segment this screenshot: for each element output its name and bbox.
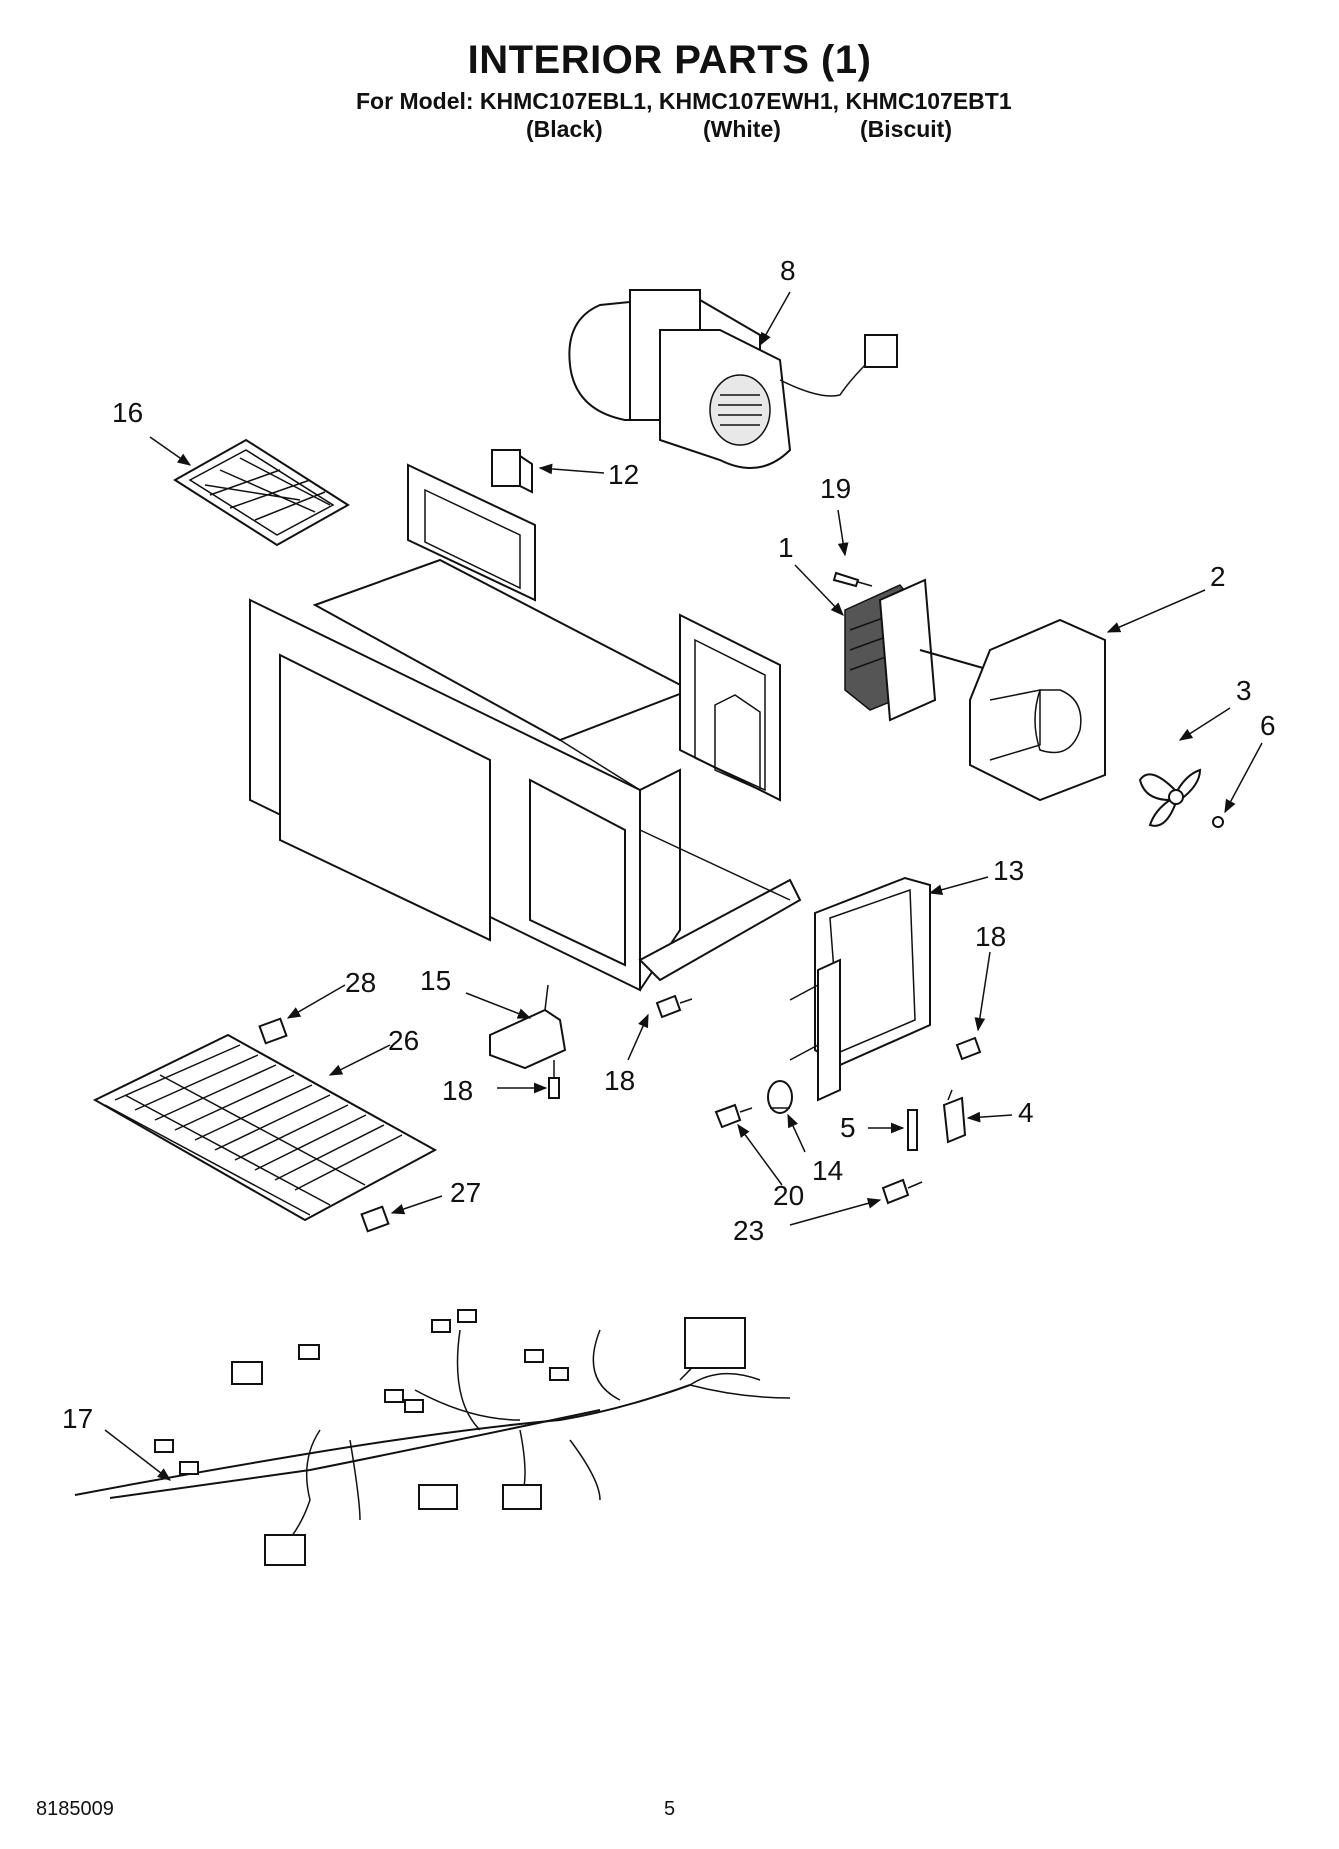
finish-black: (Black) bbox=[526, 116, 603, 142]
finish-biscuit: (Biscuit) bbox=[860, 116, 952, 142]
screw-23-part bbox=[881, 1178, 923, 1205]
model-numbers: For Model: KHMC107EBL1, KHMC107EWH1, KHM… bbox=[356, 88, 1012, 114]
callout-4: 4 bbox=[1018, 1097, 1034, 1128]
clip-part bbox=[1212, 816, 1224, 828]
callout-18-center: 18 bbox=[604, 1065, 635, 1096]
callout-12: 12 bbox=[608, 459, 639, 490]
fuse-part bbox=[907, 1109, 918, 1151]
lamp-socket-part bbox=[767, 1080, 793, 1114]
page-number: 5 bbox=[664, 1798, 676, 1820]
screw-19-part bbox=[832, 571, 873, 588]
screw-20-part bbox=[714, 1103, 753, 1129]
filter-part bbox=[173, 438, 350, 547]
callout-26: 26 bbox=[388, 1025, 419, 1056]
callout-15: 15 bbox=[420, 965, 451, 996]
callout-23: 23 bbox=[733, 1215, 764, 1246]
callout-13: 13 bbox=[993, 855, 1024, 886]
mounting-bracket-part bbox=[789, 958, 841, 1102]
switch-part bbox=[942, 1089, 967, 1144]
callout-18-right: 18 bbox=[975, 921, 1006, 952]
bracket-15-part bbox=[489, 984, 567, 1070]
leader-lines bbox=[104, 291, 1263, 1481]
fan-shroud-part bbox=[969, 618, 1106, 802]
callout-numbers: 8 12 16 19 1 2 3 6 13 18 15 28 26 18 18 … bbox=[62, 255, 1276, 1434]
spacer-28-part bbox=[258, 1017, 288, 1045]
callout-16: 16 bbox=[112, 397, 143, 428]
callout-2: 2 bbox=[1210, 561, 1226, 592]
callout-20: 20 bbox=[773, 1180, 804, 1211]
callout-17: 17 bbox=[62, 1403, 93, 1434]
callout-18-left: 18 bbox=[442, 1075, 473, 1106]
fan-motor-part bbox=[844, 578, 991, 722]
callout-27: 27 bbox=[450, 1177, 481, 1208]
callout-8: 8 bbox=[780, 255, 796, 286]
wire-harness-part bbox=[74, 1309, 791, 1566]
callout-6: 6 bbox=[1260, 710, 1276, 741]
callout-1: 1 bbox=[778, 532, 794, 563]
blower-motor-part bbox=[568, 289, 898, 469]
finish-white: (White) bbox=[703, 116, 781, 142]
relay-part bbox=[491, 449, 533, 494]
spacer-27-part bbox=[360, 1205, 390, 1233]
fan-blade-part bbox=[1138, 768, 1202, 827]
callout-28: 28 bbox=[345, 967, 376, 998]
screw-18-bottom-part bbox=[548, 1060, 560, 1099]
rack-part bbox=[92, 1033, 438, 1222]
screw-18-right-part bbox=[955, 1036, 982, 1061]
page-title: INTERIOR PARTS (1) bbox=[467, 38, 872, 82]
oven-cavity-frame bbox=[249, 463, 802, 992]
document-number: 8185009 bbox=[36, 1798, 114, 1820]
screw-18-center-part bbox=[655, 994, 693, 1019]
callout-3: 3 bbox=[1236, 675, 1252, 706]
callout-5: 5 bbox=[840, 1112, 856, 1143]
callout-19: 19 bbox=[820, 473, 851, 504]
callout-14: 14 bbox=[812, 1155, 843, 1186]
